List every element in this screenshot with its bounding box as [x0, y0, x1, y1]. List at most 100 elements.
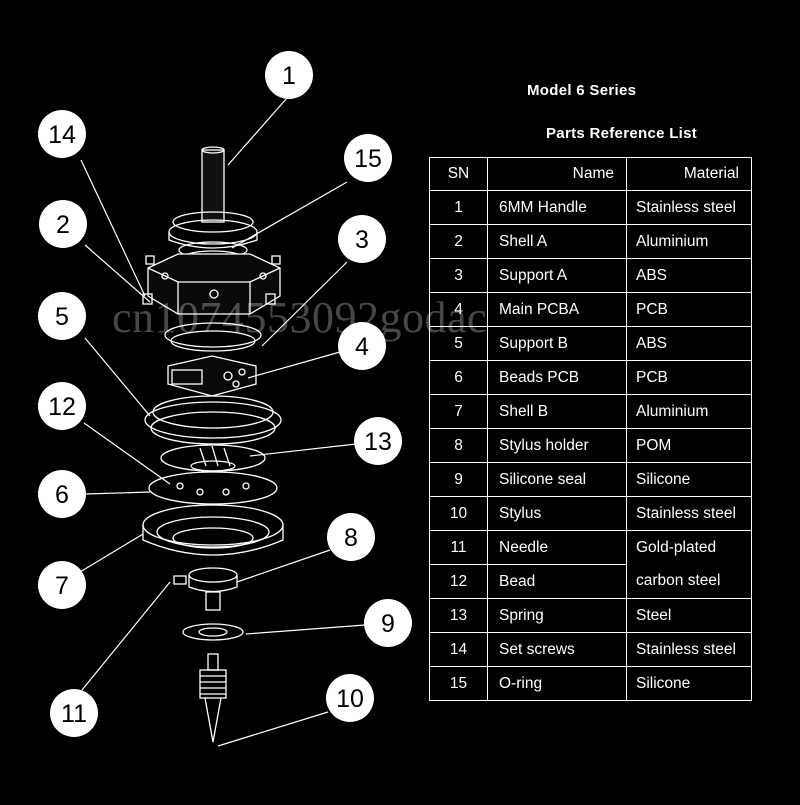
cell-material: Aluminium — [626, 224, 752, 259]
watermark-text: cn1074553092godac — [112, 293, 488, 342]
callout-1: 1 — [265, 51, 313, 99]
callout-circle — [38, 110, 86, 158]
cell-material: Silicone — [626, 666, 752, 701]
cell-material: Silicone — [626, 462, 752, 497]
callout-circle — [327, 513, 375, 561]
callout-number: 10 — [336, 685, 364, 713]
callout-number: 6 — [55, 481, 69, 509]
part-bead-ring — [160, 444, 266, 472]
part-shell-b — [142, 504, 284, 556]
cell-name: Shell A — [487, 224, 627, 259]
cell-material: Steel — [626, 598, 752, 633]
cell-name: Stylus holder — [487, 428, 627, 463]
part-shell-a — [142, 253, 281, 315]
cell-name: Spring — [487, 598, 627, 633]
cell-sn: 8 — [429, 428, 488, 463]
callout-number: 7 — [55, 572, 69, 600]
cell-name: O-ring — [487, 666, 627, 701]
table-header-row: SN Name Material — [429, 157, 752, 191]
part-main-pcba — [167, 355, 257, 397]
cell-sn: 9 — [429, 462, 488, 497]
callout-number: 5 — [55, 303, 69, 331]
callout-markers: 1 14 15 2 3 5 4 12 13 6 8 7 9 11 10 — [38, 51, 412, 737]
cell-name: Stylus — [487, 496, 627, 531]
callout-number: 12 — [48, 393, 76, 421]
cell-sn: 7 — [429, 394, 488, 429]
cell-sn: 14 — [429, 632, 488, 667]
cell-sn: 4 — [429, 292, 488, 327]
cell-name: Set screws — [487, 632, 627, 667]
cell-sn: 1 — [429, 190, 488, 225]
part-stylus-holder — [173, 567, 238, 611]
callout-10: 10 — [326, 674, 374, 722]
callout-circle — [338, 215, 386, 263]
part-beads-pcb — [148, 471, 278, 505]
cell-material: ABS — [626, 258, 752, 293]
column-header-name: Name — [487, 157, 627, 191]
callout-8: 8 — [327, 513, 375, 561]
cell-sn: 3 — [429, 258, 488, 293]
callout-2: 2 — [39, 200, 87, 248]
cell-material: PCB — [626, 292, 752, 327]
callout-circle — [38, 470, 86, 518]
callout-12: 12 — [38, 382, 86, 430]
leader-lines — [79, 97, 366, 747]
series-title: Model 6 Series — [527, 82, 637, 99]
cell-sn: 6 — [429, 360, 488, 395]
cell-name: 6MM Handle — [487, 190, 627, 225]
cell-material: POM — [626, 428, 752, 463]
cell-sn: 11 — [429, 530, 488, 565]
callout-number: 13 — [364, 428, 392, 456]
callout-15: 15 — [344, 134, 392, 182]
cell-name: Bead — [487, 564, 627, 599]
cell-sn: 10 — [429, 496, 488, 531]
cell-name: Support B — [487, 326, 627, 361]
cell-name: Beads PCB — [487, 360, 627, 395]
callout-circle — [50, 689, 98, 737]
cell-sn: 15 — [429, 666, 488, 701]
callout-5: 5 — [38, 292, 86, 340]
callout-number: 4 — [355, 333, 369, 361]
callout-number: 14 — [48, 121, 76, 149]
callout-9: 9 — [364, 599, 412, 647]
callout-14: 14 — [38, 110, 86, 158]
callout-13: 13 — [354, 417, 402, 465]
callout-circle — [344, 134, 392, 182]
cell-sn: 2 — [429, 224, 488, 259]
part-handle — [201, 146, 225, 223]
callout-3: 3 — [338, 215, 386, 263]
cell-sn: 5 — [429, 326, 488, 361]
cell-name: Silicone seal — [487, 462, 627, 497]
callout-circle — [326, 674, 374, 722]
cell-material: Aluminium — [626, 394, 752, 429]
callout-6: 6 — [38, 470, 86, 518]
callout-11: 11 — [50, 689, 98, 737]
cell-material: ABS — [626, 326, 752, 361]
cell-name: Shell B — [487, 394, 627, 429]
cell-name: Main PCBA — [487, 292, 627, 327]
cell-material: Stainless steel — [626, 496, 752, 531]
callout-number: 11 — [61, 700, 87, 728]
part-stylus — [199, 653, 227, 743]
cell-material: carbon steel — [626, 564, 752, 599]
column-header-material: Material — [626, 157, 752, 191]
callout-circle — [38, 292, 86, 340]
column-header-sn: SN — [429, 157, 488, 191]
callout-circle — [38, 561, 86, 609]
callout-number: 8 — [344, 524, 358, 552]
callout-number: 9 — [381, 610, 395, 638]
part-support-a — [164, 322, 262, 352]
callout-circle — [338, 322, 386, 370]
